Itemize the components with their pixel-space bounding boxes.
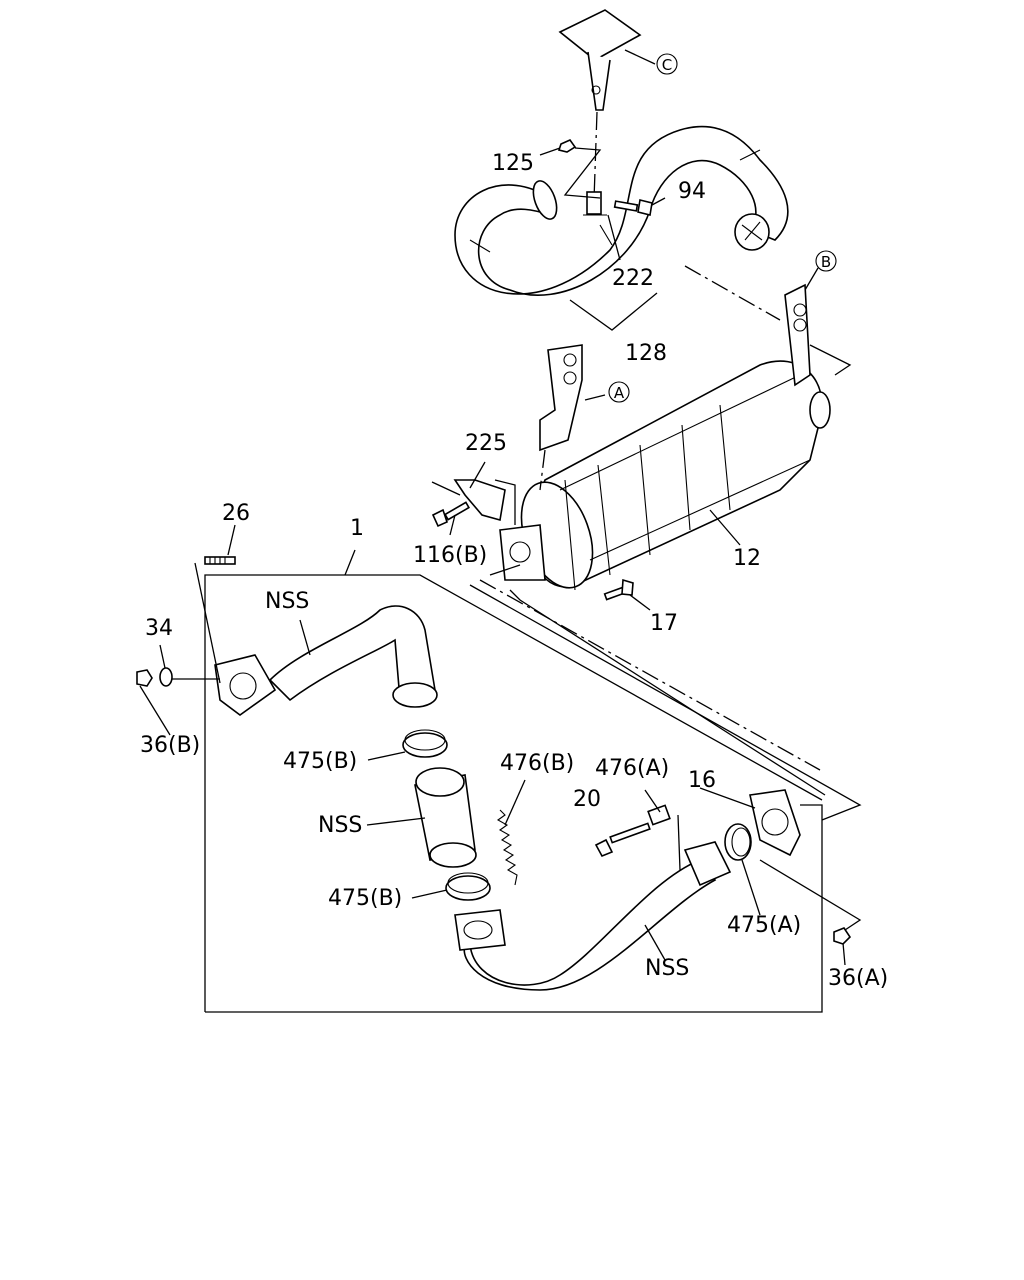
callout-116b: 116(B) <box>413 543 487 568</box>
callout-1: 1 <box>350 516 364 541</box>
seal-ring-475b-top[interactable] <box>402 729 448 758</box>
front-pipe-nss[interactable] <box>214 605 438 716</box>
nut-36b-icon[interactable] <box>136 669 153 687</box>
bolt-116b-icon[interactable] <box>431 501 470 528</box>
callout-12: 12 <box>733 546 761 571</box>
callout-476a: 476(A) <box>595 756 669 781</box>
label-nss-front-pipe: NSS <box>265 589 309 614</box>
svg-text:B: B <box>821 253 831 271</box>
callout-475b-top: 475(B) <box>283 749 357 774</box>
spring-476a-icon[interactable] <box>647 804 671 826</box>
callout-26: 26 <box>222 501 250 526</box>
callout-36a: 36(A) <box>828 966 888 991</box>
spring-476b-icon[interactable] <box>496 809 518 886</box>
callout-225: 225 <box>465 431 507 456</box>
callout-94: 94 <box>678 179 706 204</box>
callout-125: 125 <box>492 151 534 176</box>
callout-17: 17 <box>650 611 678 636</box>
seal-ring-475b-bottom[interactable] <box>445 872 491 901</box>
hanger-bracket-c[interactable] <box>558 9 642 111</box>
nut-125-icon[interactable] <box>557 139 577 153</box>
label-nss-rear-pipe: NSS <box>645 956 689 981</box>
muffler-12[interactable] <box>503 360 831 598</box>
tail-pipe-128[interactable] <box>454 125 789 296</box>
label-nss-center-pipe: NSS <box>318 813 362 838</box>
clamp-222[interactable] <box>583 191 607 216</box>
bolt-94-icon[interactable] <box>613 199 653 216</box>
callout-128: 128 <box>625 341 667 366</box>
callout-36b: 36(B) <box>140 733 200 758</box>
callout-20: 20 <box>573 787 601 812</box>
callout-476b: 476(B) <box>500 751 574 776</box>
bolt-20-icon[interactable] <box>594 822 651 858</box>
callout-475a: 475(A) <box>727 913 801 938</box>
center-pipe-nss[interactable] <box>414 767 477 868</box>
washer-34-icon[interactable] <box>159 667 173 687</box>
ref-marker-b: B <box>815 250 837 272</box>
stud-26-icon[interactable] <box>204 556 236 565</box>
bolt-17-icon[interactable] <box>603 578 634 601</box>
hanger-bracket-b[interactable] <box>784 283 811 387</box>
callout-16: 16 <box>688 768 716 793</box>
nut-36a-icon[interactable] <box>833 927 852 945</box>
hanger-bracket-a[interactable] <box>539 344 583 452</box>
gasket-flange-16[interactable] <box>749 789 801 857</box>
ref-marker-c: C <box>656 53 678 75</box>
rear-pipe-nss[interactable] <box>454 841 732 991</box>
bracket-225[interactable] <box>453 479 506 522</box>
callout-475b-bottom: 475(B) <box>328 886 402 911</box>
callout-222: 222 <box>612 266 654 291</box>
svg-text:A: A <box>614 384 625 402</box>
callout-34: 34 <box>145 616 173 641</box>
ref-marker-a: A <box>608 381 630 403</box>
seal-ring-475a[interactable] <box>724 823 752 861</box>
svg-text:C: C <box>662 56 672 74</box>
muffler-flange[interactable] <box>499 524 546 581</box>
